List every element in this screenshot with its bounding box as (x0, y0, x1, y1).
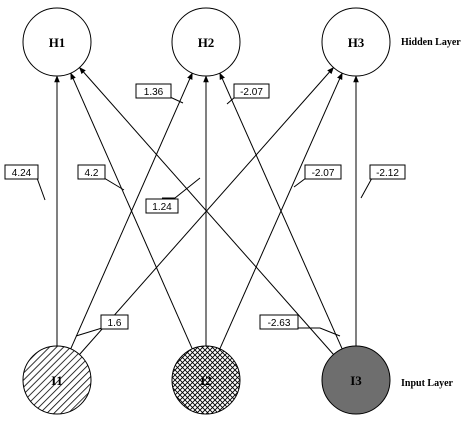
node-label-h2: H2 (198, 35, 215, 50)
weight-label-w6: -2.07 (312, 168, 335, 179)
weight-label-w4: -2.07 (240, 87, 263, 98)
weight-label-w8: 1.6 (108, 318, 122, 329)
input-layer-label: Input Layer (401, 378, 454, 389)
input-node-i3: I3 (321, 345, 391, 415)
node-label-i3: I3 (350, 373, 362, 388)
input-node-i1: I1 (22, 345, 92, 415)
hidden-node-h3: H3 (321, 7, 391, 77)
weight-label-w1: 4.24 (12, 168, 32, 179)
weight-callout-w5: 1.24 (145, 177, 201, 214)
hidden-layer-label: Hidden Layer (401, 37, 461, 48)
node-label-h3: H3 (348, 35, 365, 50)
weight-callout-w9: -2.63 (259, 314, 341, 337)
connections-group (54, 66, 359, 355)
hidden-node-h2: H2 (171, 7, 241, 77)
weight-label-w7: -2.12 (376, 168, 399, 179)
hidden-node-h1: H1 (22, 7, 92, 77)
node-label-i1: I1 (51, 373, 63, 388)
weight-callout-w7: -2.12 (360, 164, 406, 199)
edge-i2-h1 (70, 72, 193, 350)
weight-callout-w1: 4.24 (4, 164, 46, 201)
node-label-i2: I2 (200, 373, 212, 388)
edge-i3-h1 (79, 66, 334, 355)
weight-label-w5: 1.24 (152, 202, 172, 213)
weight-callout-w4: -2.07 (226, 83, 270, 105)
node-label-h1: H1 (49, 35, 66, 50)
weight-callout-w2: 4.2 (77, 164, 125, 191)
weight-callout-w6: -2.07 (293, 164, 342, 188)
weight-label-w3: 1.36 (144, 87, 164, 98)
weight-label-w9: -2.63 (268, 318, 291, 329)
weight-callout-w8: 1.6 (75, 314, 129, 337)
weight-callout-w3: 1.36 (135, 83, 184, 104)
weight-label-w2: 4.2 (85, 168, 99, 179)
input-node-i2: I2 (171, 345, 241, 415)
edge-i3-h2 (219, 72, 343, 350)
